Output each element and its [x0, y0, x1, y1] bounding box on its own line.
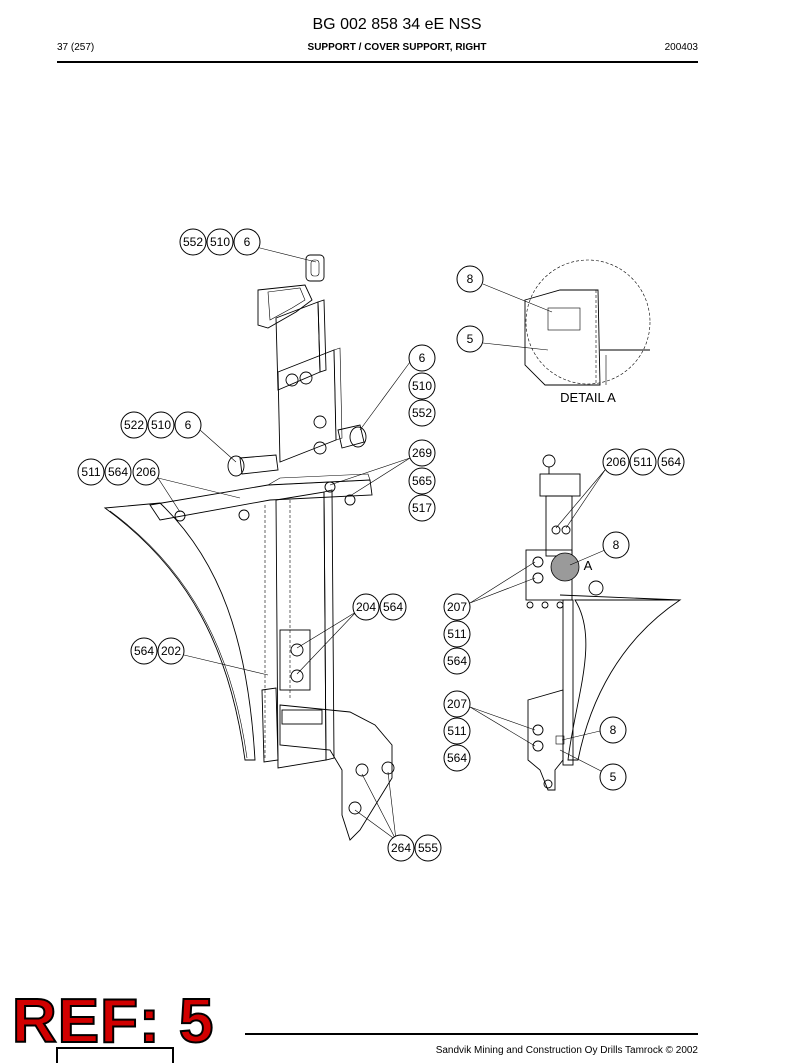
callout-204: 204 — [352, 593, 380, 621]
callout-bubbles: 552 510 6 8 5 6 510 552 522 510 6 511 564 206 269 565 51… — [77, 228, 685, 862]
svg-text:204: 204 — [356, 600, 376, 614]
svg-text:206: 206 — [136, 465, 156, 479]
svg-text:564: 564 — [108, 465, 128, 479]
view-letter: A — [584, 558, 593, 573]
callout-5: 5 — [456, 325, 484, 353]
callout-510: 510 — [408, 372, 436, 400]
svg-text:517: 517 — [412, 501, 432, 515]
detail-label: DETAIL A — [560, 390, 616, 405]
callout-5: 5 — [599, 763, 627, 791]
callout-564: 564 — [379, 593, 407, 621]
svg-text:522: 522 — [124, 418, 144, 432]
callout-6: 6 — [408, 344, 436, 372]
callout-206: 206 — [602, 448, 630, 476]
svg-text:511: 511 — [633, 455, 652, 469]
callout-510: 510 — [206, 228, 234, 256]
callout-517: 517 — [408, 494, 436, 522]
svg-text:264: 264 — [391, 841, 411, 855]
svg-text:5: 5 — [610, 770, 617, 784]
callout-6: 6 — [233, 228, 261, 256]
svg-text:510: 510 — [412, 379, 432, 393]
callout-564: 564 — [443, 647, 471, 675]
svg-text:511: 511 — [447, 724, 466, 738]
callout-564: 564 — [657, 448, 685, 476]
svg-text:552: 552 — [183, 235, 203, 249]
svg-text:6: 6 — [185, 418, 192, 432]
svg-text:511: 511 — [81, 465, 100, 479]
main-assembly-view — [103, 254, 395, 841]
svg-text:8: 8 — [467, 272, 474, 286]
callout-269: 269 — [408, 439, 436, 467]
callout-555: 555 — [414, 834, 442, 862]
svg-text:269: 269 — [412, 446, 432, 460]
svg-text:510: 510 — [210, 235, 230, 249]
svg-text:8: 8 — [613, 538, 620, 552]
callout-564: 564 — [130, 637, 158, 665]
callout-510: 510 — [147, 411, 175, 439]
document-code: 200403 — [664, 42, 698, 53]
svg-text:510: 510 — [151, 418, 171, 432]
callout-511: 511 — [77, 458, 105, 486]
document-id: BG 002 858 34 eE NSS — [312, 16, 482, 33]
svg-text:8: 8 — [610, 723, 617, 737]
svg-text:206: 206 — [606, 455, 626, 469]
header-divider — [57, 61, 698, 63]
svg-text:564: 564 — [447, 751, 467, 765]
callout-552: 552 — [408, 399, 436, 427]
callout-264: 264 — [387, 834, 415, 862]
callout-564: 564 — [104, 458, 132, 486]
callout-8: 8 — [599, 716, 627, 744]
svg-text:565: 565 — [412, 474, 432, 488]
svg-text:564: 564 — [134, 644, 154, 658]
svg-text:511: 511 — [447, 627, 466, 641]
company-logo — [56, 1047, 174, 1063]
leader-lines — [157, 244, 606, 841]
callout-8: 8 — [602, 531, 630, 559]
callout-207: 207 — [443, 690, 471, 718]
callout-522: 522 — [120, 411, 148, 439]
callout-206: 206 — [132, 458, 160, 486]
svg-text:6: 6 — [244, 235, 251, 249]
svg-text:555: 555 — [418, 841, 438, 855]
detail-a-view: DETAIL A — [524, 259, 651, 405]
svg-text:564: 564 — [447, 654, 467, 668]
callout-202: 202 — [157, 637, 185, 665]
page-number: 37 (257) — [57, 42, 95, 53]
svg-text:564: 564 — [383, 600, 403, 614]
footer-divider — [245, 1033, 698, 1035]
svg-text:564: 564 — [661, 455, 681, 469]
svg-text:5: 5 — [467, 332, 474, 346]
ref-stamp: REF: 5 — [11, 986, 215, 1057]
callout-552: 552 — [179, 228, 207, 256]
callout-8: 8 — [456, 265, 484, 293]
svg-text:207: 207 — [447, 600, 467, 614]
callout-564: 564 — [443, 744, 471, 772]
callout-511: 511 — [443, 717, 471, 745]
callout-565: 565 — [408, 467, 436, 495]
callout-6: 6 — [174, 411, 202, 439]
svg-text:202: 202 — [161, 644, 181, 658]
callout-511: 511 — [629, 448, 657, 476]
side-assembly-view: A — [525, 454, 682, 791]
svg-text:6: 6 — [419, 351, 426, 365]
svg-text:207: 207 — [447, 697, 467, 711]
section-title: SUPPORT / COVER SUPPORT, RIGHT — [307, 42, 487, 53]
callout-207: 207 — [443, 593, 471, 621]
footer-copyright: Sandvik Mining and Construction Oy Drill… — [435, 1045, 698, 1056]
svg-text:552: 552 — [412, 406, 432, 420]
callout-511: 511 — [443, 620, 471, 648]
